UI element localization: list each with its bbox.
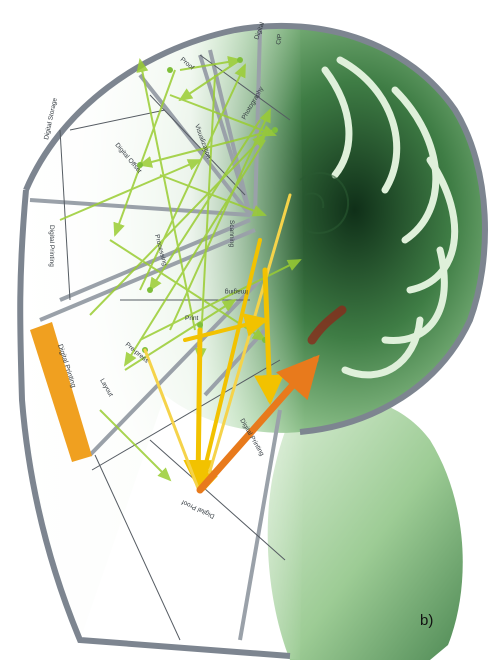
sector-label: Print xyxy=(185,315,199,322)
sector-label: Digital Printing xyxy=(48,225,55,267)
sector-label: Imaging xyxy=(224,288,248,295)
panel-label: b) xyxy=(420,612,433,629)
sector-label: Scanning xyxy=(228,220,235,247)
diagram-overlay xyxy=(19,24,305,660)
